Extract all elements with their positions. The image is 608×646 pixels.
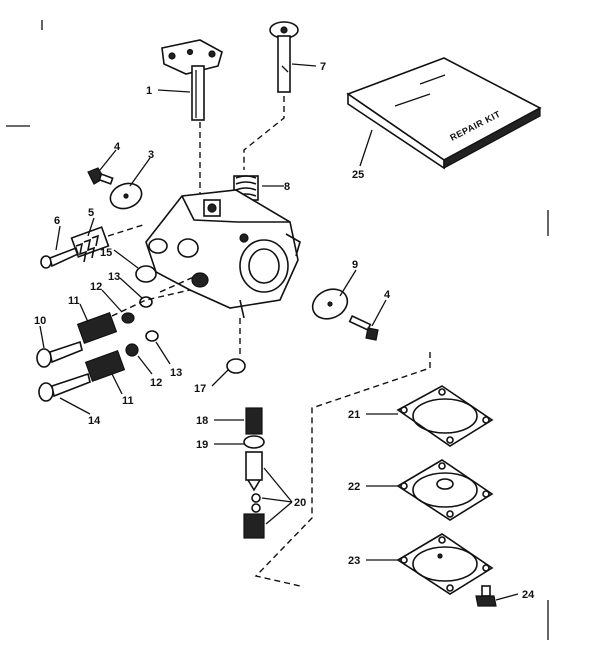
- callout-23: 23: [348, 555, 360, 567]
- callout-17: 17: [194, 383, 206, 395]
- callout-7: 7: [320, 61, 326, 73]
- callout-12-lower: 12: [150, 377, 162, 389]
- callout-6: 6: [54, 215, 60, 227]
- screw-lower: [348, 314, 379, 341]
- callout-5: 5: [88, 207, 94, 219]
- callout-13-lower: 13: [170, 367, 182, 379]
- callout-8-upper: 8: [284, 181, 290, 193]
- callout-10: 10: [34, 315, 46, 327]
- choke-shaft: [269, 21, 299, 93]
- throttle-plate: [109, 182, 143, 210]
- callout-14: 14: [88, 415, 101, 427]
- spring-18: [245, 407, 263, 435]
- washer-13-lower: [145, 330, 159, 342]
- gasket-21: [396, 385, 494, 447]
- callout-12-upper: 12: [90, 281, 102, 293]
- carburetor-body: [145, 189, 301, 319]
- screw-24: [475, 585, 497, 607]
- callout-25: 25: [352, 169, 364, 181]
- callout-21: 21: [348, 409, 360, 421]
- callout-24: 24: [522, 589, 535, 601]
- callout-20: 20: [294, 497, 306, 509]
- repair-kit-box: REPAIR KIT: [346, 57, 542, 170]
- assembly-line: [111, 289, 191, 317]
- callout-11-upper: 11: [68, 295, 80, 307]
- callout-4-lower: 4: [384, 289, 391, 301]
- callout-4-upper: 4: [114, 141, 121, 153]
- needle-screw-14: [38, 372, 91, 402]
- screw-upper: [87, 167, 114, 185]
- assembly-line: [107, 223, 147, 237]
- callout-22: 22: [348, 481, 360, 493]
- assembly-line: [243, 96, 285, 170]
- spring-11-lower: [84, 350, 126, 382]
- washer-15: [135, 265, 157, 283]
- throttle-shaft: [161, 39, 223, 121]
- o-ring-12-upper: [121, 312, 135, 324]
- diaphragm-22: [396, 459, 494, 521]
- assembly-line: [159, 275, 197, 293]
- washer-19: [243, 435, 265, 449]
- callout-19: 19: [196, 439, 208, 451]
- o-ring-12-lower: [125, 343, 139, 357]
- callout-18: 18: [196, 415, 208, 427]
- callout-9: 9: [352, 259, 358, 271]
- spring-5: [70, 226, 110, 263]
- idle-needle: [40, 246, 79, 269]
- inlet-needle-assembly: [243, 451, 265, 539]
- callout-1: 1: [146, 85, 152, 97]
- callout-15: 15: [100, 247, 112, 259]
- spring-11-upper: [76, 312, 118, 344]
- choke-plate: [311, 288, 349, 320]
- needle-screw-10: [36, 340, 83, 368]
- seat-17: [226, 358, 246, 374]
- assembly-line: [254, 352, 431, 587]
- callout-3: 3: [148, 149, 154, 161]
- leader-lines: [39, 63, 519, 601]
- callout-11-lower: 11: [122, 395, 134, 407]
- cover-23: [396, 533, 494, 595]
- callout-13-upper: 13: [108, 271, 120, 283]
